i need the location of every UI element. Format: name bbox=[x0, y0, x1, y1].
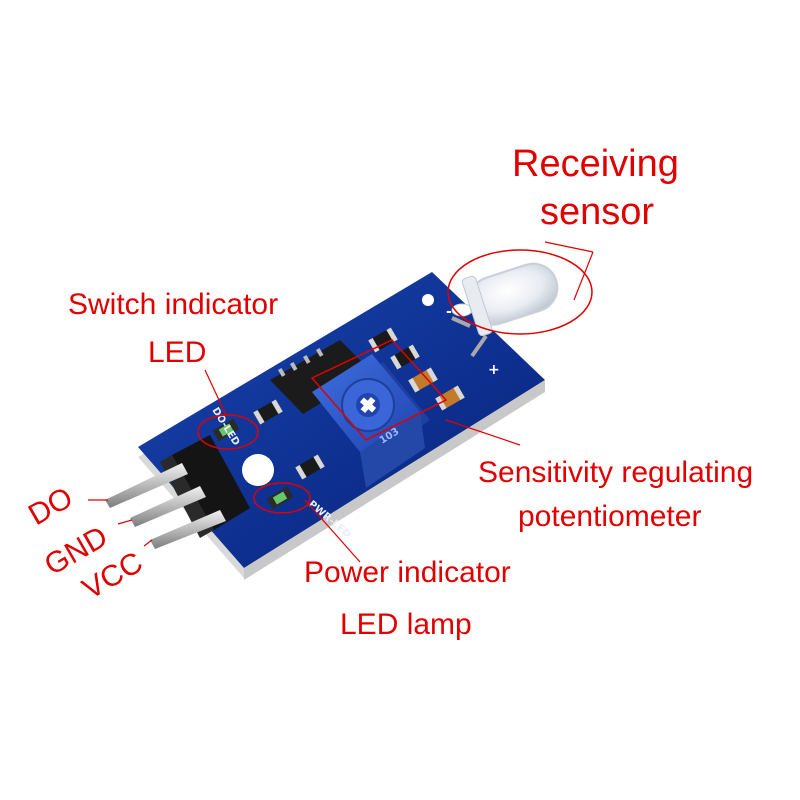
power-indicator-led bbox=[266, 486, 294, 510]
power-led-highlight bbox=[253, 482, 311, 514]
mounting-hole bbox=[422, 294, 434, 306]
plus-marking: + bbox=[488, 362, 500, 378]
pin-do bbox=[105, 463, 188, 508]
label-power-line2: LED lamp bbox=[340, 608, 472, 641]
label-switch-line2: LED bbox=[148, 336, 206, 369]
receiving-sensor-highlight bbox=[447, 249, 593, 335]
mounting-hole bbox=[242, 454, 274, 486]
receiving-sensor-led bbox=[451, 262, 559, 358]
pin-vcc bbox=[150, 510, 226, 549]
label-receiving-line2: sensor bbox=[540, 191, 654, 233]
label-switch-line1: Switch indicator bbox=[68, 288, 278, 321]
pin-gnd bbox=[130, 486, 206, 527]
minus-marking: - bbox=[446, 304, 452, 320]
labels: Receiving sensor Switch indicator LED Se… bbox=[23, 143, 753, 641]
ic-chip bbox=[270, 340, 372, 414]
smd-components bbox=[253, 327, 465, 480]
label-sensitivity-line2: potentiometer bbox=[518, 500, 701, 533]
annotations bbox=[88, 241, 594, 563]
pin-header bbox=[105, 435, 250, 549]
label-sensitivity-line1: Sensitivity regulating bbox=[478, 456, 753, 489]
potentiometer-highlight bbox=[310, 339, 448, 441]
label-receiving-line1: Receiving bbox=[512, 143, 679, 185]
label-power-line1: Power indicator bbox=[304, 556, 511, 589]
switch-indicator-led bbox=[212, 418, 240, 442]
label-pin-do: DO bbox=[23, 481, 78, 532]
potentiometer: 103 bbox=[312, 354, 430, 488]
switch-led-highlight bbox=[197, 414, 259, 450]
